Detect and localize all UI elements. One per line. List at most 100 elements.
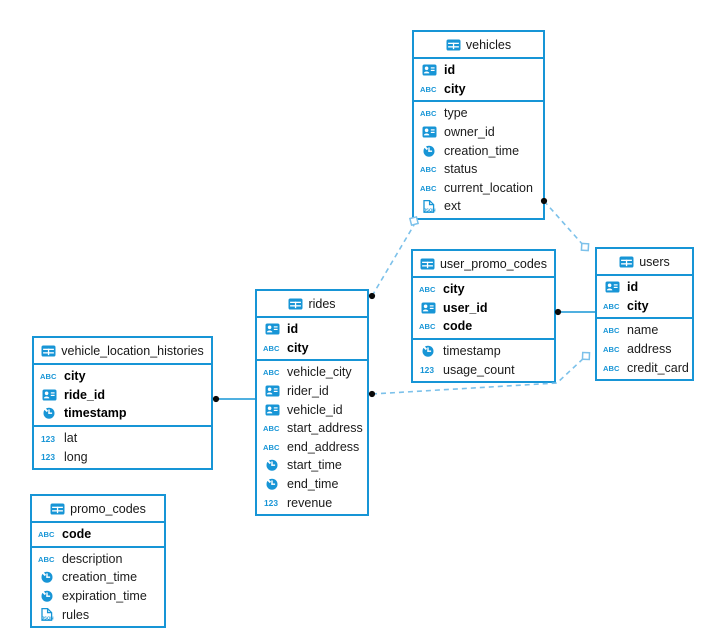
- field-creation_time[interactable]: creation_time: [414, 141, 543, 160]
- field-owner_id[interactable]: owner_id: [414, 123, 543, 142]
- field-expiration_time[interactable]: expiration_time: [32, 587, 164, 606]
- field-creation_time[interactable]: creation_time: [32, 568, 164, 587]
- svg-text:123: 123: [41, 433, 55, 443]
- field-city[interactable]: ABC city: [414, 80, 543, 99]
- field-timestamp[interactable]: timestamp: [34, 404, 211, 423]
- svg-text:ABC: ABC: [263, 443, 280, 452]
- text-type-icon: ABC: [603, 344, 621, 354]
- svg-text:JSON: JSON: [42, 616, 54, 621]
- field-start_time[interactable]: start_time: [257, 456, 367, 475]
- field-name: city: [443, 282, 465, 297]
- field-name: city: [64, 369, 86, 384]
- id-card-icon: [40, 389, 58, 401]
- table-icon: [446, 39, 461, 51]
- field-end_time[interactable]: end_time: [257, 475, 367, 494]
- id-card-icon: [419, 302, 437, 314]
- field-name: expiration_time: [62, 589, 147, 604]
- field-name: current_location: [444, 180, 533, 195]
- text-type-icon: ABC: [40, 371, 58, 381]
- table-header[interactable]: vehicle_location_histories: [34, 338, 211, 365]
- table-header[interactable]: user_promo_codes: [413, 251, 554, 278]
- field-city[interactable]: ABC city: [34, 367, 211, 386]
- text-type-icon: ABC: [603, 363, 621, 373]
- primary-key-section: ABC city ride_id timestamp: [34, 365, 211, 425]
- table-icon: [288, 298, 303, 310]
- field-ext[interactable]: JSON ext: [414, 197, 543, 216]
- field-rider_id[interactable]: rider_id: [257, 382, 367, 401]
- field-long[interactable]: 123 long: [34, 447, 211, 466]
- table-icon: [619, 256, 634, 268]
- svg-text:ABC: ABC: [263, 344, 280, 353]
- field-name: long: [64, 449, 88, 464]
- svg-text:123: 123: [41, 452, 55, 462]
- svg-text:ABC: ABC: [420, 165, 437, 174]
- field-name: id: [287, 322, 299, 337]
- field-name: vehicle_id: [287, 402, 343, 417]
- text-type-icon: ABC: [420, 84, 438, 94]
- field-name: owner_id: [444, 125, 495, 140]
- svg-text:ABC: ABC: [38, 530, 55, 539]
- id-card-icon: [420, 64, 438, 76]
- clock-icon: [40, 406, 58, 420]
- field-name: end_time: [287, 477, 339, 492]
- columns-section: 123 lat 123 long: [34, 424, 211, 468]
- field-name: lat: [64, 431, 78, 446]
- field-city[interactable]: ABC city: [257, 339, 367, 358]
- field-name: city: [444, 81, 466, 96]
- svg-text:JSON: JSON: [424, 207, 436, 212]
- clock-icon: [263, 458, 281, 472]
- field-id[interactable]: id: [414, 61, 543, 80]
- table-header[interactable]: rides: [257, 291, 367, 318]
- field-id[interactable]: id: [257, 320, 367, 339]
- svg-text:ABC: ABC: [263, 424, 280, 433]
- field-name: ride_id: [64, 387, 105, 402]
- field-user_id[interactable]: user_id: [413, 299, 554, 318]
- text-type-icon: ABC: [263, 423, 281, 433]
- field-name: user_id: [443, 300, 488, 315]
- field-ride_id[interactable]: ride_id: [34, 386, 211, 405]
- field-name: city: [287, 340, 309, 355]
- field-name: creation_time: [62, 570, 138, 585]
- field-name: ext: [444, 199, 461, 214]
- field-name: revenue: [287, 495, 333, 510]
- field-id[interactable]: id: [597, 278, 692, 297]
- field-lat[interactable]: 123 lat: [34, 429, 211, 448]
- number-type-icon: 123: [419, 364, 437, 375]
- svg-text:ABC: ABC: [263, 369, 280, 378]
- table-header[interactable]: vehicles: [414, 32, 543, 59]
- text-type-icon: ABC: [263, 442, 281, 452]
- field-timestamp[interactable]: timestamp: [413, 342, 554, 361]
- table-header[interactable]: users: [597, 249, 692, 276]
- field-vehicle_id[interactable]: vehicle_id: [257, 400, 367, 419]
- table-header[interactable]: promo_codes: [32, 496, 164, 523]
- table-title: vehicle_location_histories: [61, 343, 204, 358]
